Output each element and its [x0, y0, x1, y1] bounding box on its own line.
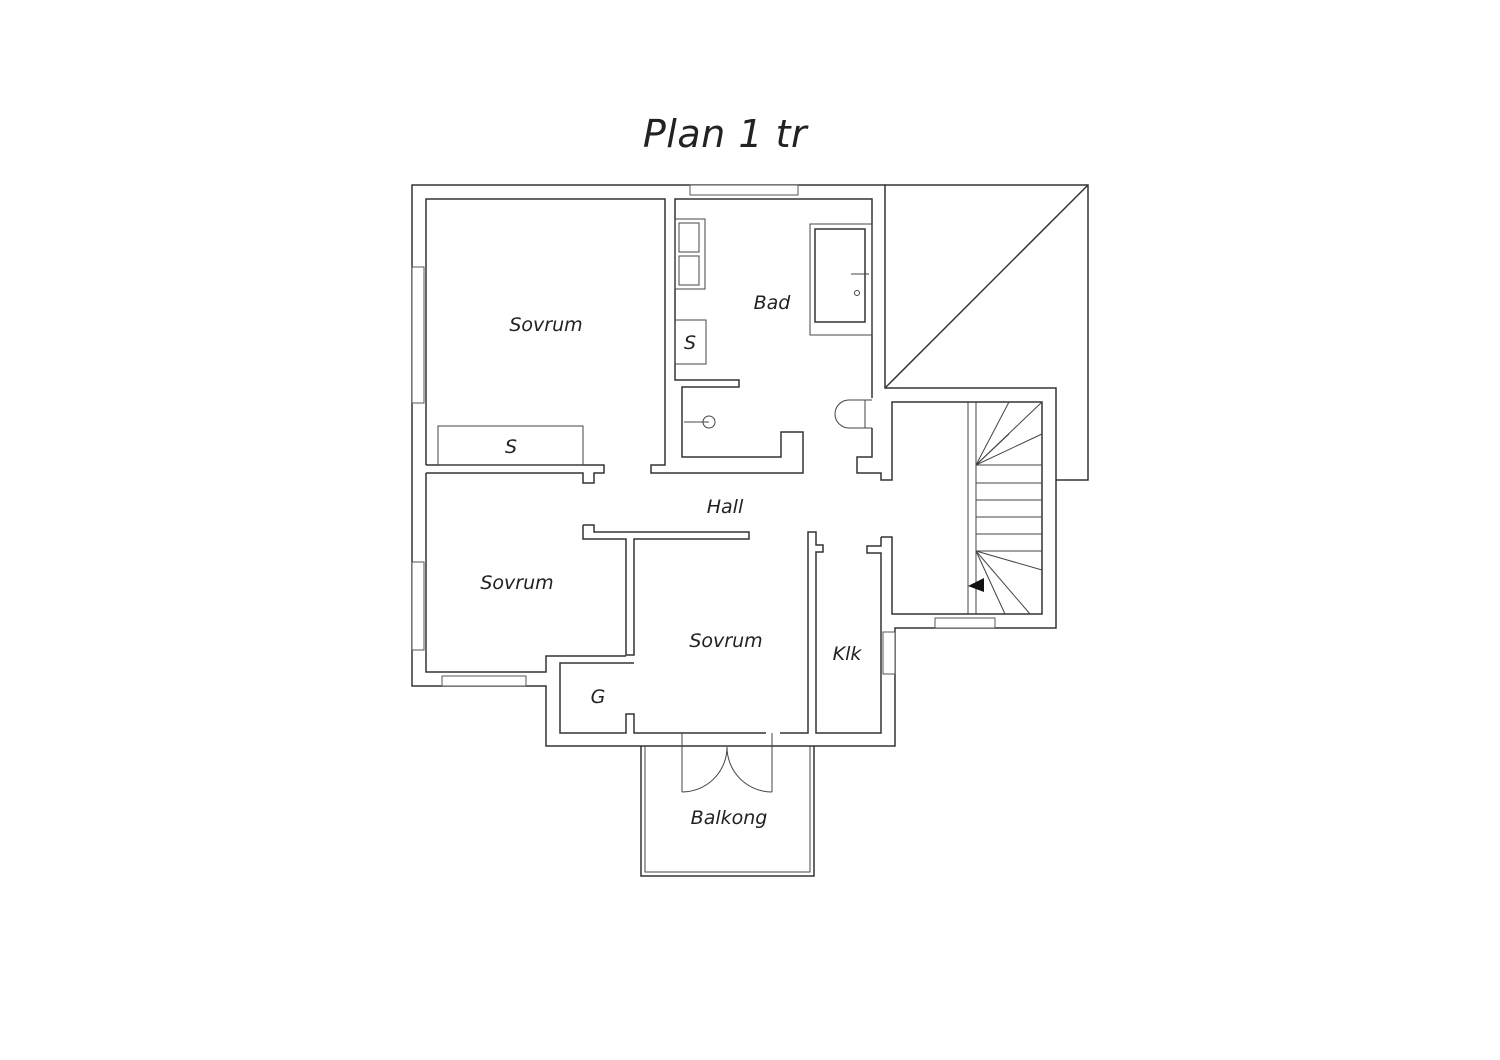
- room-label-balkong: Balkong: [691, 807, 768, 829]
- garderob-walls: [559, 662, 766, 734]
- window: [411, 561, 425, 651]
- bad-closet: [674, 319, 707, 365]
- sovrum-2-walls: [425, 473, 626, 673]
- sink-icon: [678, 255, 700, 286]
- hall-wall: [582, 524, 750, 656]
- door-swing-icon: [726, 746, 773, 793]
- sink-counter: [674, 218, 706, 290]
- room-label-sovrum-2: Sovrum: [480, 572, 553, 594]
- window: [441, 675, 527, 687]
- window: [882, 631, 896, 675]
- closet-1: [437, 425, 584, 466]
- staircase: [967, 401, 1043, 615]
- balcony: [640, 733, 815, 877]
- bathtub-icon: [814, 228, 866, 323]
- toilet-icon: [834, 399, 872, 429]
- bathtub-frame: [809, 223, 873, 336]
- room-label-hall: Hall: [707, 496, 744, 518]
- sovrum-3-right-wall: [780, 531, 882, 734]
- room-label-closet-1: S: [505, 436, 517, 458]
- sink-icon: [678, 222, 700, 253]
- window: [411, 266, 425, 404]
- room-label-bad: Bad: [754, 292, 792, 314]
- sovrum-1-bottom-wall: [426, 464, 605, 484]
- room-label-garderob: G: [591, 686, 606, 708]
- window: [934, 617, 996, 629]
- plan-title: Plan 1 tr: [642, 112, 808, 156]
- room-label-sovrum-3: Sovrum: [689, 630, 762, 652]
- windows: [411, 184, 996, 687]
- room-label-bad-closet: S: [684, 332, 696, 354]
- sovrum-1-walls: [425, 198, 873, 474]
- door-swing-icon: [681, 746, 728, 793]
- room-label-sovrum-1: Sovrum: [509, 314, 582, 336]
- stair-direction-arrow-icon: [968, 578, 984, 592]
- window: [689, 184, 799, 196]
- bathroom-fixtures: [674, 218, 873, 429]
- room-label-klk: Klk: [833, 643, 863, 665]
- bad-right-wall: [856, 401, 1043, 615]
- roof-area: [884, 184, 1089, 481]
